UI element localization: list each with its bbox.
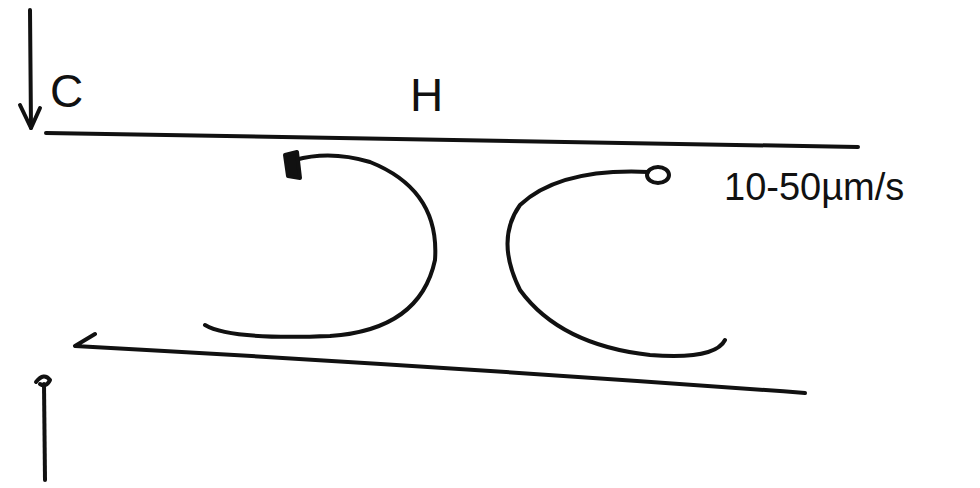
right-vortex-start — [647, 167, 669, 183]
bottom-wall — [75, 334, 805, 393]
top-wall — [46, 133, 858, 147]
down-arrow-head — [20, 105, 40, 128]
up-arrow-head — [36, 376, 50, 385]
left-vortex — [205, 155, 435, 336]
cold-label: C — [50, 68, 83, 114]
left-vortex-end — [285, 152, 300, 178]
velocity-label: 10-50µm/s — [724, 168, 904, 206]
down-arrow — [30, 10, 31, 128]
right-vortex — [508, 172, 726, 356]
hot-label: H — [410, 72, 443, 118]
up-arrow — [44, 384, 45, 480]
